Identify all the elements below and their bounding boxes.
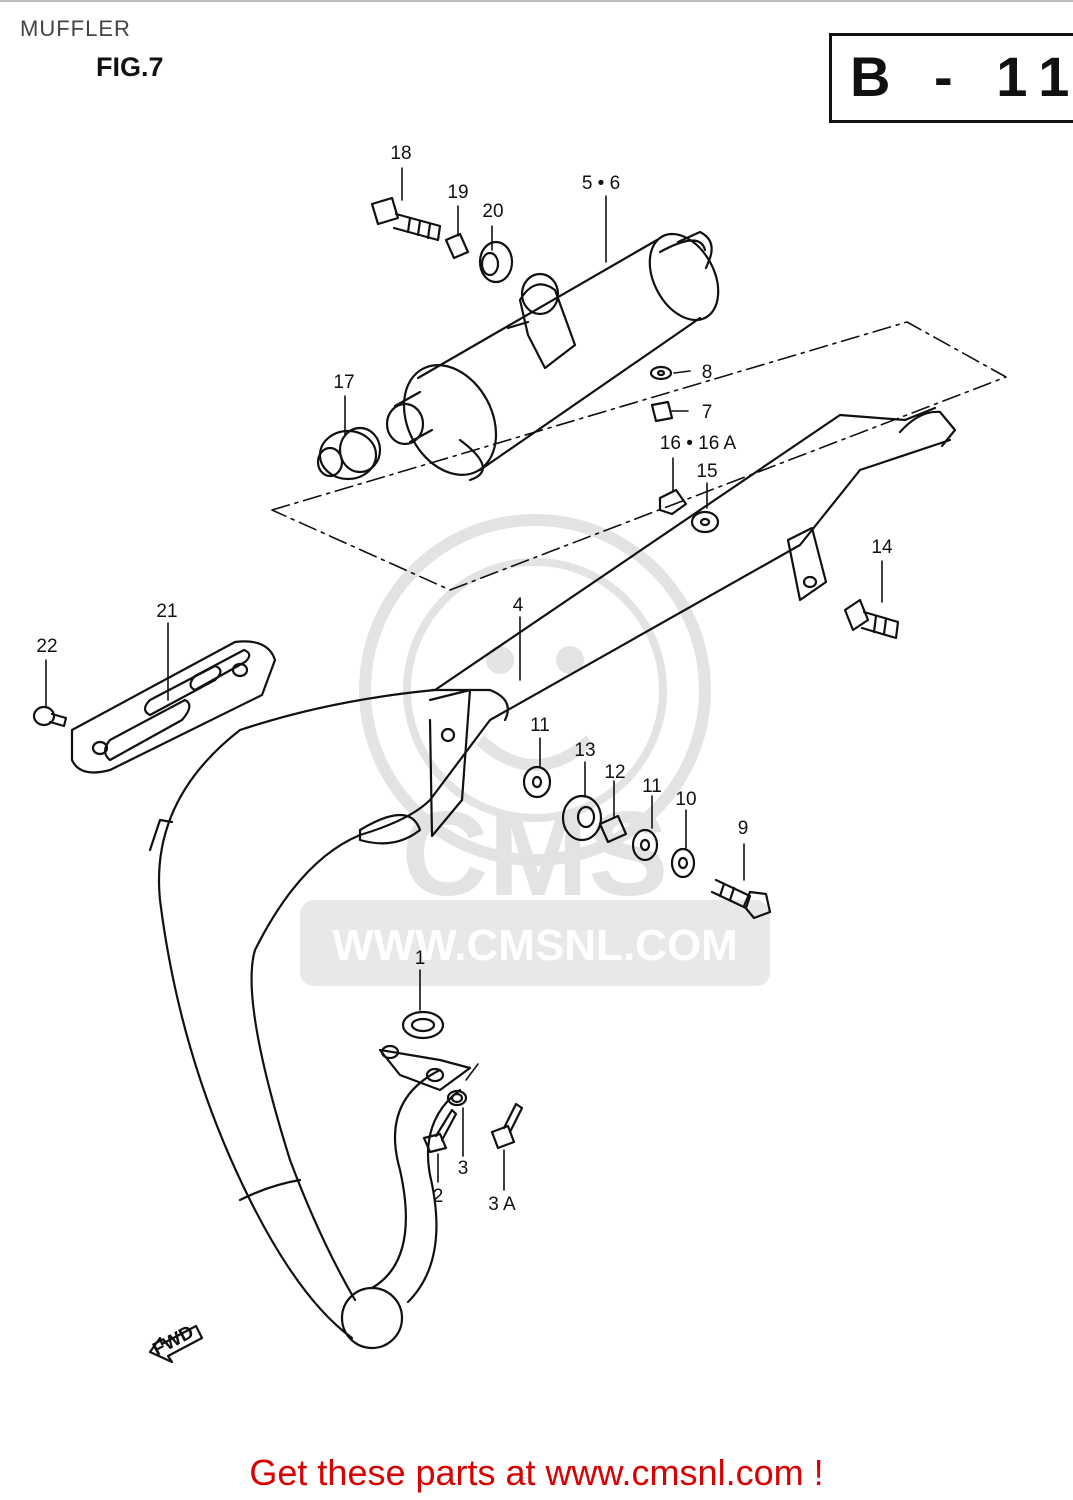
callout-3: 3 <box>458 1158 469 1179</box>
callout-13: 13 <box>574 740 595 761</box>
callout-8: 8 <box>702 362 713 383</box>
callout-labels: 1 2 3 3 A 4 5 • 6 7 8 9 10 11 11 12 13 1… <box>36 143 893 1215</box>
stud-bolt <box>843 598 900 640</box>
callout-7: 7 <box>702 402 713 423</box>
collar-12 <box>598 814 628 844</box>
footer-cta-link[interactable]: Get these parts at www.cmsnl.com ! <box>249 1452 824 1493</box>
spring-3 <box>446 1089 468 1107</box>
section-title: MUFFLER <box>20 16 131 41</box>
washer-15 <box>690 510 720 534</box>
watermark-logo: CMS <box>402 787 669 921</box>
callout-17: 17 <box>333 372 354 393</box>
callout-11-b: 11 <box>642 776 662 797</box>
washer-8 <box>649 365 673 381</box>
callout-5-6: 5 • 6 <box>582 173 620 194</box>
nut-16 <box>658 488 688 516</box>
callout-10: 10 <box>675 789 696 810</box>
grommet <box>478 240 514 284</box>
callout-4: 4 <box>513 595 524 616</box>
collar <box>444 232 470 260</box>
callout-9: 9 <box>738 818 749 839</box>
exhaust-pipe <box>148 406 957 1350</box>
callout-12: 12 <box>604 762 625 783</box>
bolt-2 <box>422 1108 458 1154</box>
callout-19: 19 <box>447 182 468 203</box>
cushion-13 <box>561 794 603 842</box>
washer-11b <box>631 828 659 862</box>
nut-7 <box>650 400 674 423</box>
bolt-3a <box>490 1102 524 1150</box>
callout-14: 14 <box>871 537 893 558</box>
top-rule <box>0 0 1073 2</box>
page-code-box: B - 11 <box>829 33 1073 123</box>
mounting-bolt <box>370 196 442 242</box>
heat-protector <box>70 640 277 774</box>
watermark-url: WWW.CMSNL.COM <box>332 921 738 970</box>
callout-20: 20 <box>482 201 503 222</box>
screw-22 <box>32 705 68 728</box>
callout-21: 21 <box>156 601 177 622</box>
joint-seal <box>316 426 382 481</box>
subassembly-frame <box>271 321 1007 591</box>
page-code: B - 11 <box>850 45 1073 108</box>
callout-11-a: 11 <box>530 715 550 736</box>
callout-16-16a: 16 • 16 A <box>660 433 737 454</box>
figure-label: FIG.7 <box>96 52 164 82</box>
washer-11a <box>522 765 552 799</box>
callout-2: 2 <box>433 1186 444 1207</box>
bolt-9 <box>710 878 772 920</box>
fwd-direction-arrow <box>148 1324 204 1364</box>
callout-18: 18 <box>390 143 411 164</box>
callout-3a: 3 A <box>488 1194 516 1215</box>
fwd-label: FWD <box>149 1322 197 1361</box>
callout-22: 22 <box>36 636 57 657</box>
leader-lines <box>45 167 883 1191</box>
silencer-muffler <box>385 230 720 482</box>
callout-15: 15 <box>696 461 717 482</box>
watermark: CMS WWW.CMSNL.COM <box>300 514 770 986</box>
washer-10 <box>670 847 696 879</box>
callout-1: 1 <box>415 948 426 969</box>
gasket-1 <box>401 1010 445 1040</box>
